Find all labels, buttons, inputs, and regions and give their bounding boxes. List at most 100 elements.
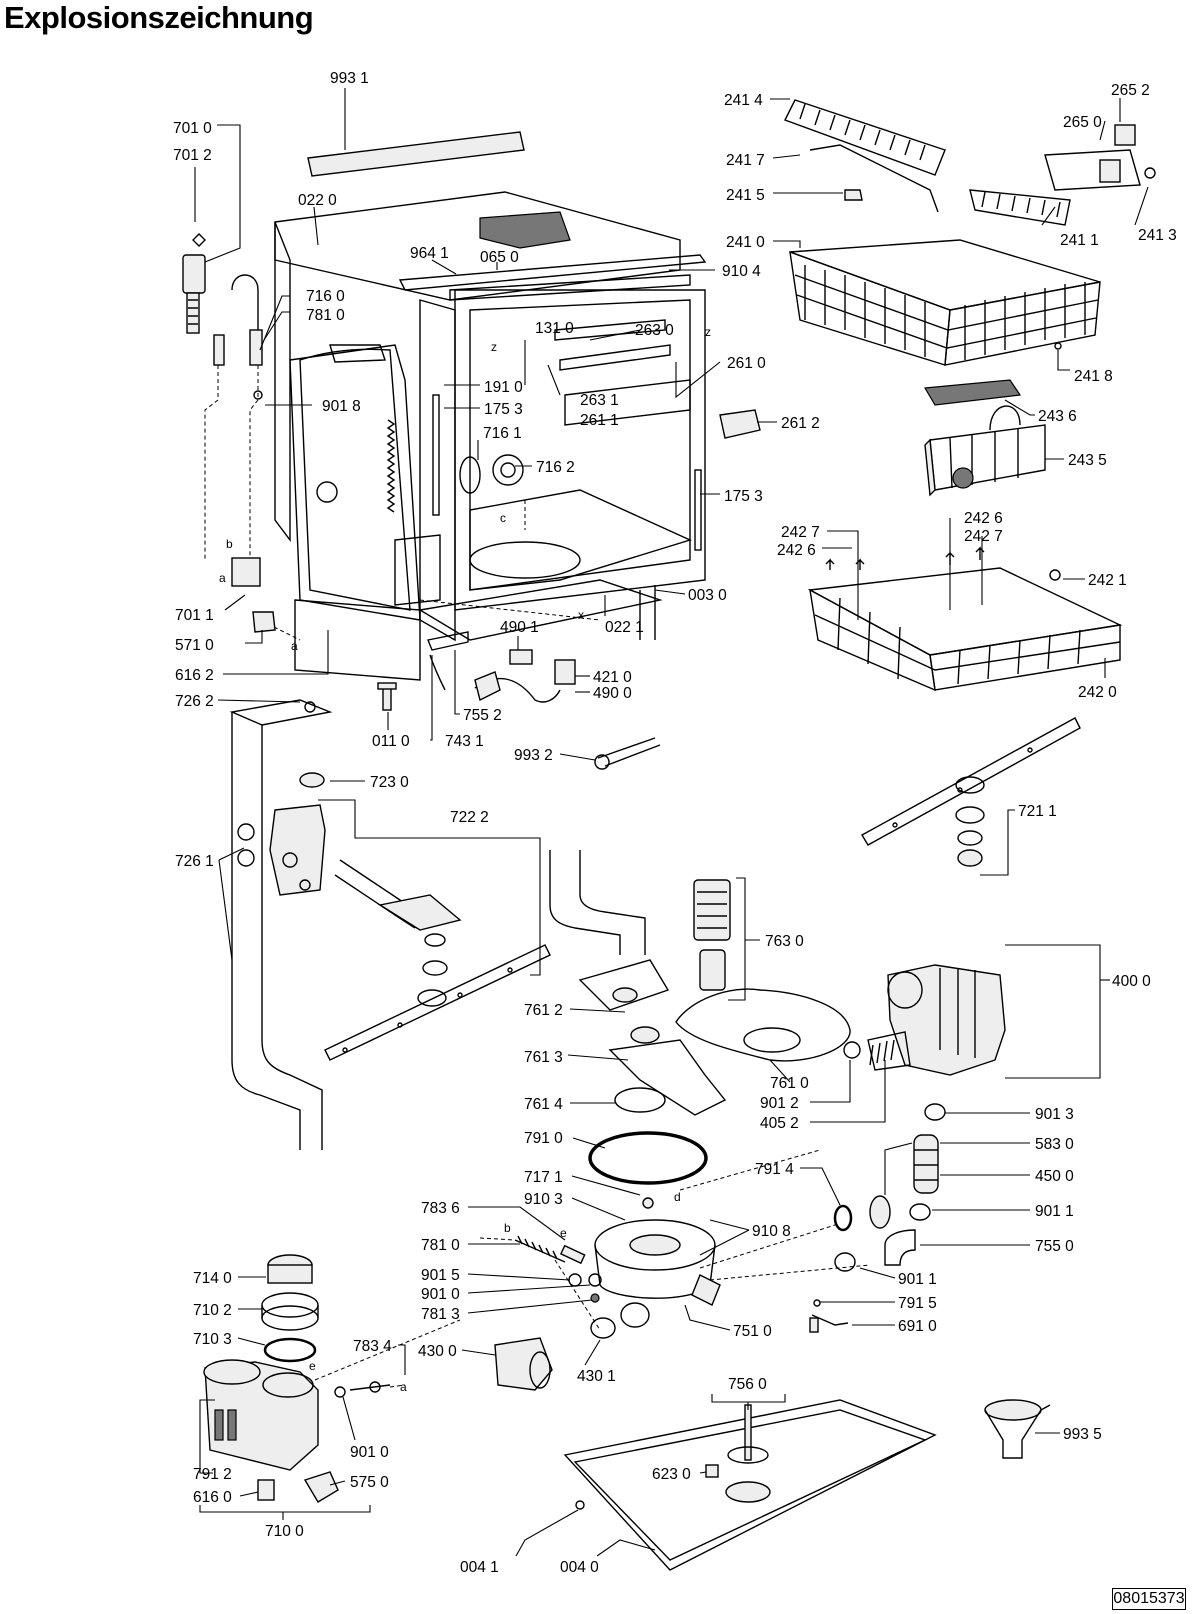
label-616-2: 616 2 xyxy=(175,667,214,684)
page-title: Explosionszeichnung xyxy=(4,0,314,35)
label-710-2: 710 2 xyxy=(193,1302,232,1319)
label-717-1: 717 1 xyxy=(524,1169,563,1186)
label-726-1: 726 1 xyxy=(175,853,214,870)
label-901-1b: 901 1 xyxy=(898,1271,937,1288)
label-993-1: 993 1 xyxy=(330,70,369,87)
label-755-0: 755 0 xyxy=(1035,1238,1074,1255)
label-241-7: 241 7 xyxy=(726,152,765,169)
upper-basket-drawing xyxy=(784,99,1156,497)
label-722-2: 722 2 xyxy=(450,809,489,826)
label-901-1a: 901 1 xyxy=(1035,1203,1074,1220)
label-421-0: 421 0 xyxy=(593,669,632,686)
label-783-6: 783 6 xyxy=(421,1200,460,1217)
letter-b1: b xyxy=(226,537,233,551)
label-901-0b: 901 0 xyxy=(350,1444,389,1461)
label-791-0: 791 0 xyxy=(524,1130,563,1147)
label-763-0: 763 0 xyxy=(765,933,804,950)
label-241-0: 241 0 xyxy=(726,234,765,251)
label-756-0: 756 0 xyxy=(728,1376,767,1393)
label-583-0: 583 0 xyxy=(1035,1136,1074,1153)
letter-x: x xyxy=(578,608,584,622)
label-901-8: 901 8 xyxy=(322,398,361,415)
label-910-3: 910 3 xyxy=(524,1191,563,1208)
label-400-0: 400 0 xyxy=(1112,973,1151,990)
label-242-1: 242 1 xyxy=(1088,572,1127,589)
label-022-1: 022 1 xyxy=(605,619,644,636)
label-761-2: 761 2 xyxy=(524,1002,563,1019)
letter-b2: b xyxy=(504,1221,511,1235)
label-011-0: 011 0 xyxy=(372,733,410,750)
label-701-0: 701 0 xyxy=(173,120,212,137)
label-726-2: 726 2 xyxy=(175,693,214,710)
label-901-2: 901 2 xyxy=(760,1095,799,1112)
label-791-5: 791 5 xyxy=(898,1295,937,1312)
label-781-0b: 781 0 xyxy=(421,1237,460,1254)
label-241-8: 241 8 xyxy=(1074,368,1113,385)
letter-c: c xyxy=(500,511,506,525)
label-716-0: 716 0 xyxy=(306,288,345,305)
leader-lines xyxy=(194,88,1149,1557)
filter-sump-drawing xyxy=(494,879,1006,1391)
label-791-2: 791 2 xyxy=(193,1466,232,1483)
label-901-5: 901 5 xyxy=(421,1267,460,1284)
letter-e2: e xyxy=(309,1359,316,1373)
label-761-0: 761 0 xyxy=(770,1075,809,1092)
label-065-0: 065 0 xyxy=(480,249,519,266)
spray-system-drawing xyxy=(229,699,1081,1150)
label-781-0a: 781 0 xyxy=(306,307,345,324)
letter-e1: e xyxy=(560,1226,567,1240)
letter-a3: a xyxy=(400,1380,407,1394)
letter-d: d xyxy=(674,1190,681,1204)
label-993-5: 993 5 xyxy=(1063,1426,1102,1443)
label-571-0: 571 0 xyxy=(175,637,214,654)
label-242-7b: 242 7 xyxy=(964,528,1003,545)
part-number-labels: 993 1 701 0 701 2 022 0 964 1 065 0 910 … xyxy=(173,70,1177,1576)
label-242-6a: 242 6 xyxy=(777,542,816,559)
label-964-1: 964 1 xyxy=(410,245,449,262)
label-691-0: 691 0 xyxy=(898,1318,937,1335)
label-243-5: 243 5 xyxy=(1068,452,1107,469)
label-710-3: 710 3 xyxy=(193,1331,232,1348)
label-701-2: 701 2 xyxy=(173,147,212,164)
label-490-1: 490 1 xyxy=(500,619,539,636)
label-242-0: 242 0 xyxy=(1078,684,1117,701)
label-242-7a: 242 7 xyxy=(781,524,820,541)
label-430-0: 430 0 xyxy=(418,1343,457,1360)
label-701-1: 701 1 xyxy=(175,607,214,624)
label-243-6: 243 6 xyxy=(1038,408,1077,425)
label-910-8: 910 8 xyxy=(752,1223,791,1240)
lower-basket-drawing xyxy=(807,546,1123,692)
label-261-0: 261 0 xyxy=(727,355,766,372)
label-175-3a: 175 3 xyxy=(484,401,523,418)
label-575-0: 575 0 xyxy=(350,1474,389,1491)
label-761-4: 761 4 xyxy=(524,1096,563,1113)
base-plate-drawing xyxy=(377,631,1051,1571)
aquastop-hose-drawing xyxy=(182,233,276,633)
label-623-0: 623 0 xyxy=(652,1466,691,1483)
label-910-4: 910 4 xyxy=(722,263,761,280)
label-241-4: 241 4 xyxy=(724,92,763,109)
label-714-0: 714 0 xyxy=(193,1270,232,1287)
label-265-2: 265 2 xyxy=(1111,82,1150,99)
label-175-3b: 175 3 xyxy=(724,488,763,505)
label-241-5: 241 5 xyxy=(726,187,765,204)
label-241-1: 241 1 xyxy=(1060,232,1099,249)
label-755-2: 755 2 xyxy=(463,707,502,724)
label-265-0: 265 0 xyxy=(1063,114,1102,131)
label-263-1: 263 1 xyxy=(580,392,619,409)
label-716-1: 716 1 xyxy=(483,425,522,442)
label-723-0: 723 0 xyxy=(370,774,409,791)
label-901-0a: 901 0 xyxy=(421,1286,460,1303)
label-781-3: 781 3 xyxy=(421,1306,460,1323)
salt-container-drawing xyxy=(203,1254,391,1503)
label-004-1: 004 1 xyxy=(460,1559,499,1576)
cabinet-drawing xyxy=(274,131,761,681)
label-993-2: 993 2 xyxy=(514,747,553,764)
label-261-2: 261 2 xyxy=(781,415,820,432)
label-710-0: 710 0 xyxy=(265,1523,304,1540)
label-004-0: 004 0 xyxy=(560,1559,599,1576)
label-191-0: 191 0 xyxy=(484,379,523,396)
label-783-4: 783 4 xyxy=(353,1338,392,1355)
letter-a2: a xyxy=(291,639,298,653)
